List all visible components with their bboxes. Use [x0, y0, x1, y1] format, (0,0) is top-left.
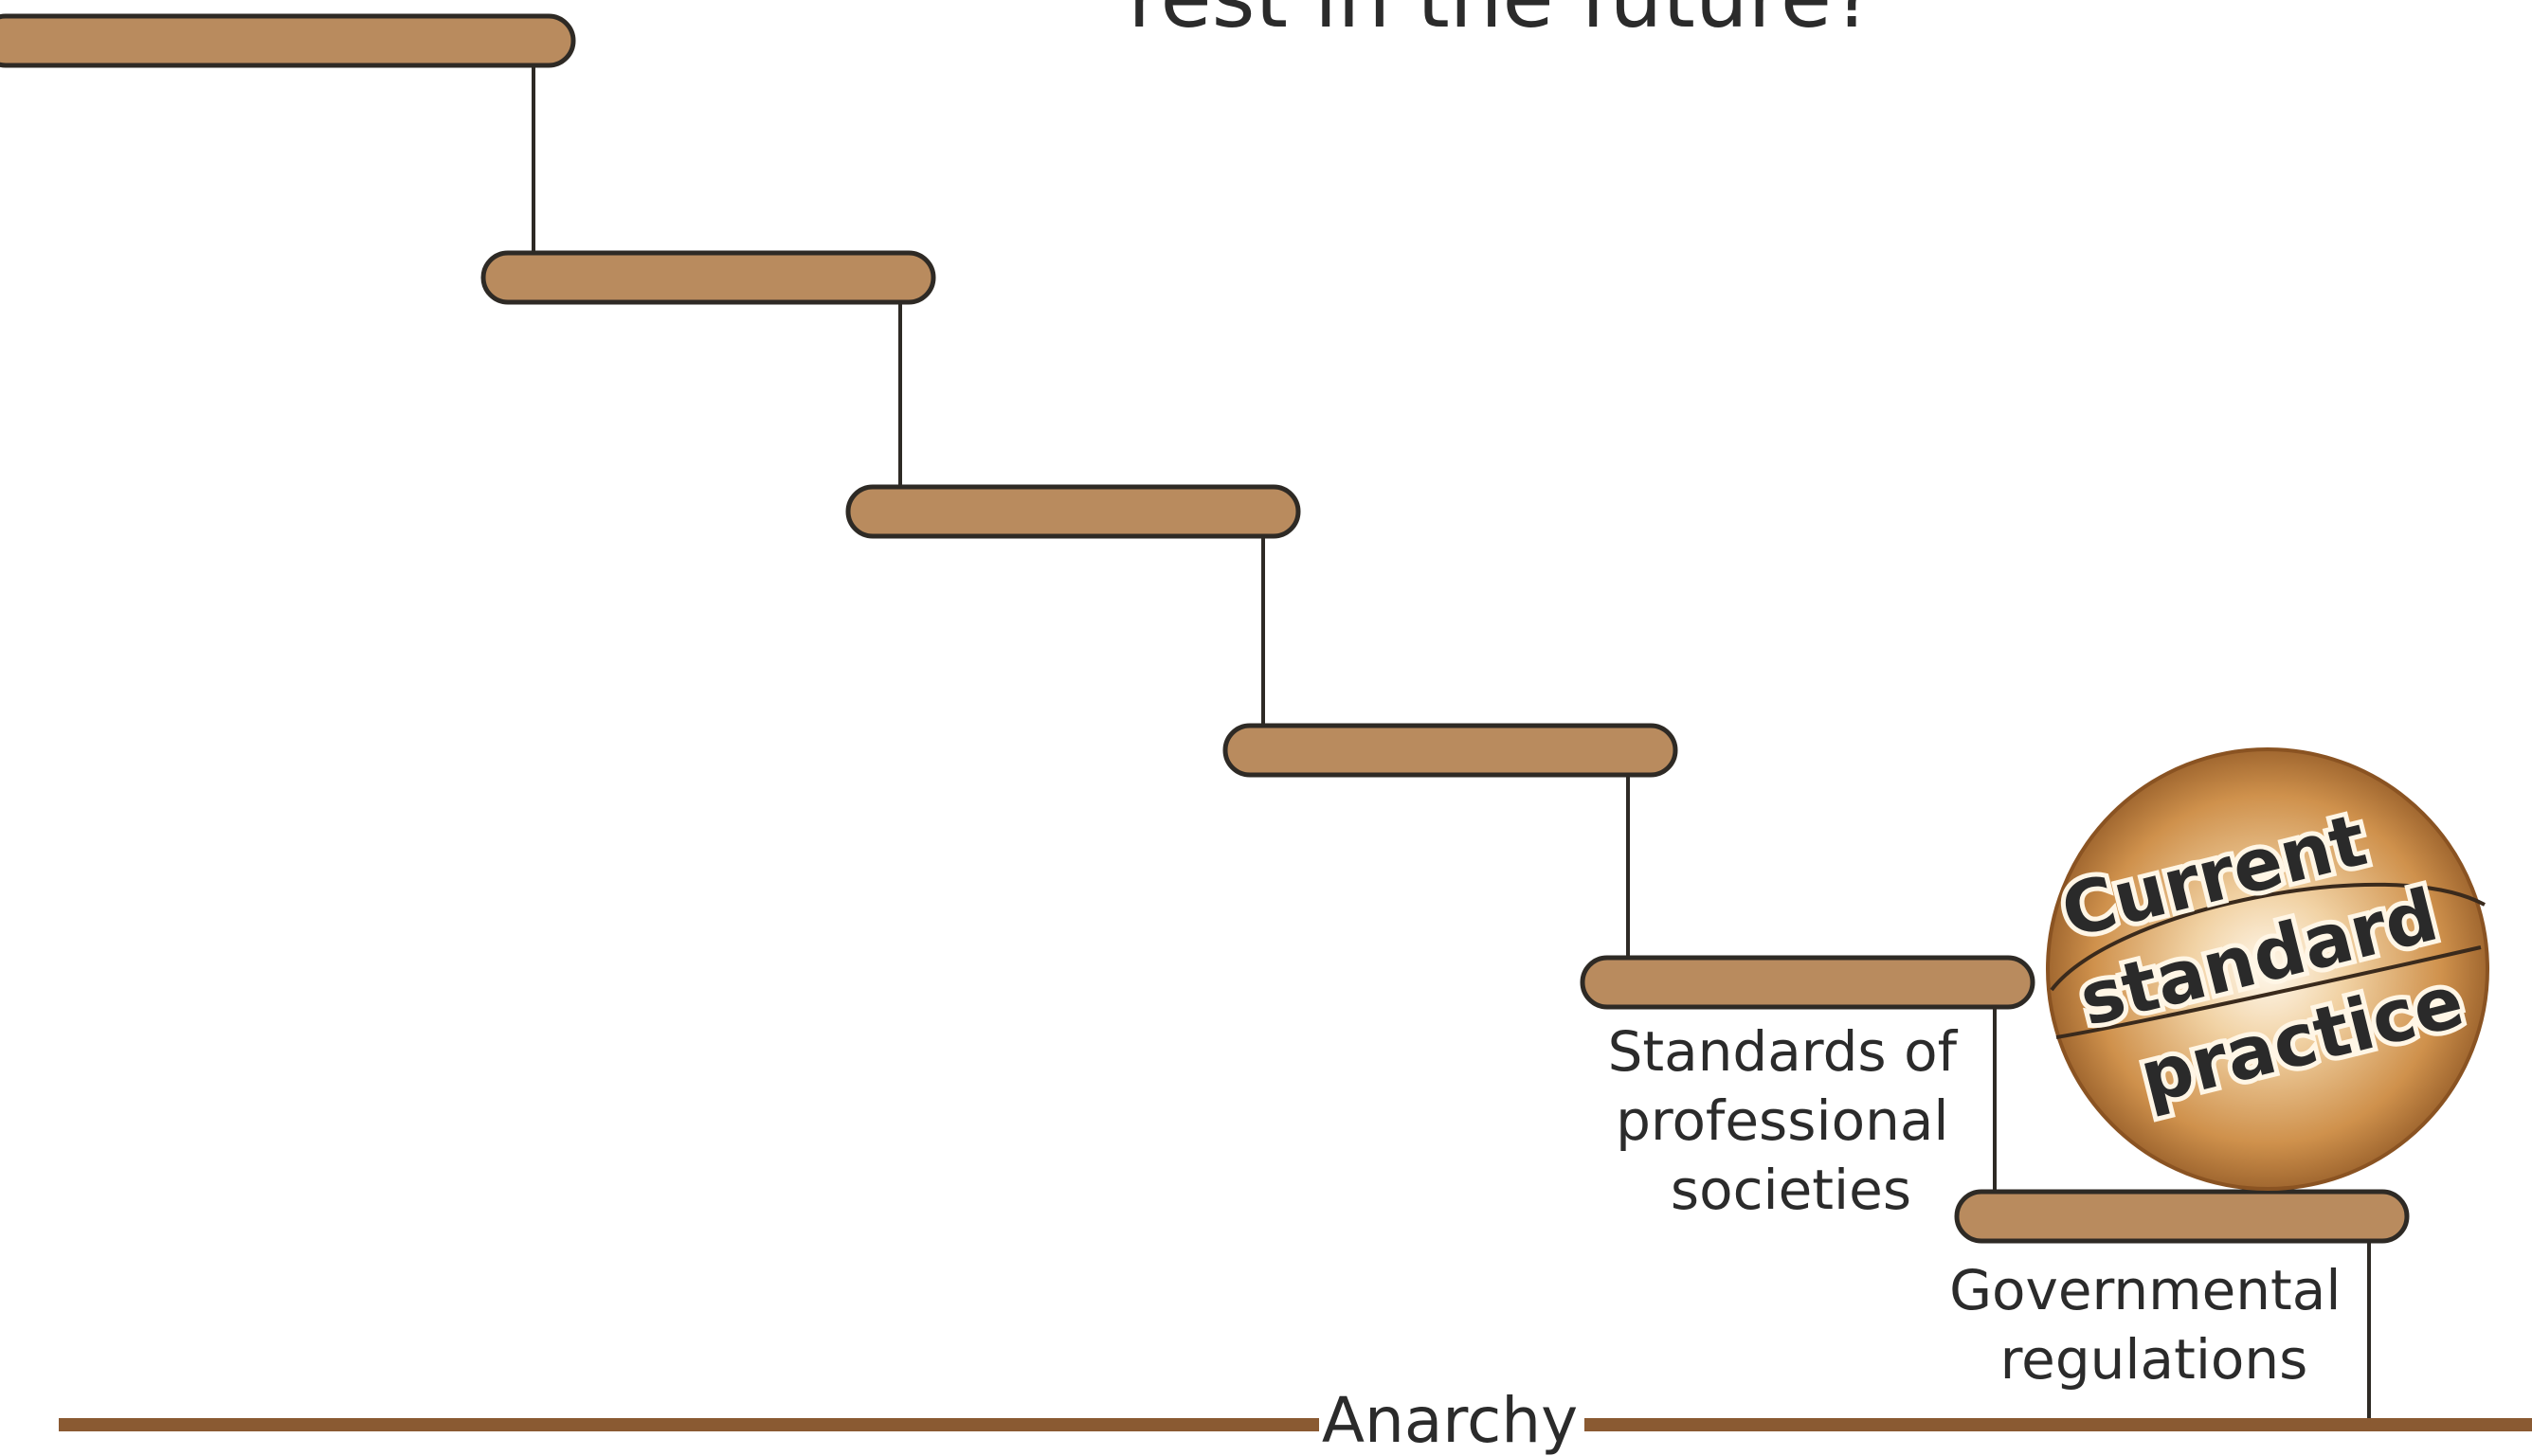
risers — [532, 66, 2371, 1420]
baseline-right — [1584, 1418, 2532, 1431]
step-6-label-line-2: regulations — [2000, 1327, 2308, 1392]
steps — [0, 13, 2410, 1244]
ball-seam-upper — [2050, 882, 2486, 992]
step-6-label: Governmental regulations — [1949, 1258, 2359, 1392]
diagram-title: rest in the future? — [1128, 0, 1875, 46]
step-2 — [480, 250, 936, 305]
step-5-label: Standards of professional societies — [1608, 1019, 1975, 1222]
step-6-label-line-1: Governmental — [1949, 1258, 2341, 1322]
step-5 — [1580, 955, 2035, 1010]
baseline-left — [59, 1418, 1319, 1431]
step-5-label-line-3: societies — [1671, 1158, 1911, 1222]
standard-practice-ball: Current standard practice — [2046, 747, 2489, 1191]
step-6 — [1954, 1189, 2410, 1244]
baseline-label: Anarchy — [1322, 1384, 1578, 1456]
step-5-label-line-1: Standards of — [1608, 1019, 1959, 1084]
step-4 — [1222, 723, 1678, 778]
step-3 — [845, 484, 1301, 539]
step-5-label-line-2: professional — [1616, 1088, 1948, 1153]
ball-seam-lower — [2055, 945, 2482, 1039]
step-1 — [0, 13, 576, 68]
ball-body — [2046, 747, 2489, 1191]
